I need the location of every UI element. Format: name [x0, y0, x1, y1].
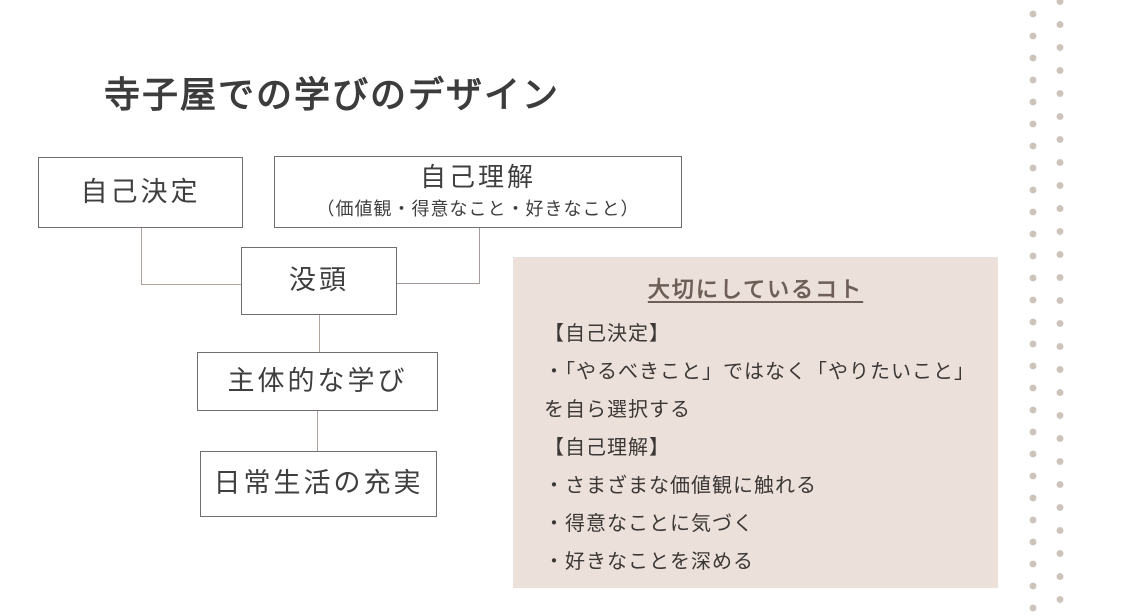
flowchart-box-self-decision: 自己決定	[38, 157, 243, 228]
values-panel-line: 【自己理解】	[544, 437, 670, 459]
values-panel-title: 大切にしているコト	[647, 277, 864, 302]
flowchart-box-immersion-label: 没頭	[289, 265, 349, 296]
values-panel-body: 【自己決定】 ・「やるべきこと」ではなく「やりたいこと」 を自ら選択する 【自己…	[544, 315, 990, 581]
dotted-border-decoration-right-column	[1056, 0, 1064, 616]
values-panel: 大切にしているコト 【自己決定】 ・「やるべきこと」ではなく「やりたいこと」 を…	[513, 257, 998, 588]
flowchart-box-self-understanding-label: 自己理解	[419, 162, 536, 193]
connector-self-decision-to-immersion	[141, 228, 242, 285]
flowchart-box-self-decision-label: 自己決定	[80, 176, 201, 207]
values-panel-line: を自ら選択する	[544, 399, 691, 421]
flowchart-box-proactive-learning-label: 主体的な学び	[227, 365, 408, 396]
flowchart-box-proactive-learning: 主体的な学び	[197, 352, 438, 411]
flowchart-box-daily-life-label: 日常生活の充実	[213, 468, 424, 499]
connector-self-understanding-to-immersion	[397, 228, 480, 284]
dotted-border-decoration-left-column	[1029, 0, 1037, 616]
values-panel-line: ・好きなことを深める	[544, 551, 754, 573]
values-panel-line: ・「やるべきこと」ではなく「やりたいこと」	[544, 361, 975, 383]
connector-proactive-learning-to-daily-life	[317, 411, 319, 452]
values-panel-line: 【自己決定】	[544, 323, 670, 345]
flowchart-box-immersion: 没頭	[241, 247, 397, 315]
page-title: 寺子屋での学びのデザイン	[104, 75, 561, 115]
flowchart-box-daily-life: 日常生活の充実	[200, 451, 437, 517]
connector-immersion-to-proactive-learning	[319, 315, 321, 353]
flowchart-box-self-understanding-sublabel: （価値観・得意なこと・好きなこと）	[316, 198, 640, 219]
values-panel-line: ・得意なことに気づく	[544, 513, 754, 535]
values-panel-line: ・さまざまな価値観に触れる	[544, 475, 817, 497]
flowchart-box-self-understanding: 自己理解 （価値観・得意なこと・好きなこと）	[274, 156, 682, 228]
